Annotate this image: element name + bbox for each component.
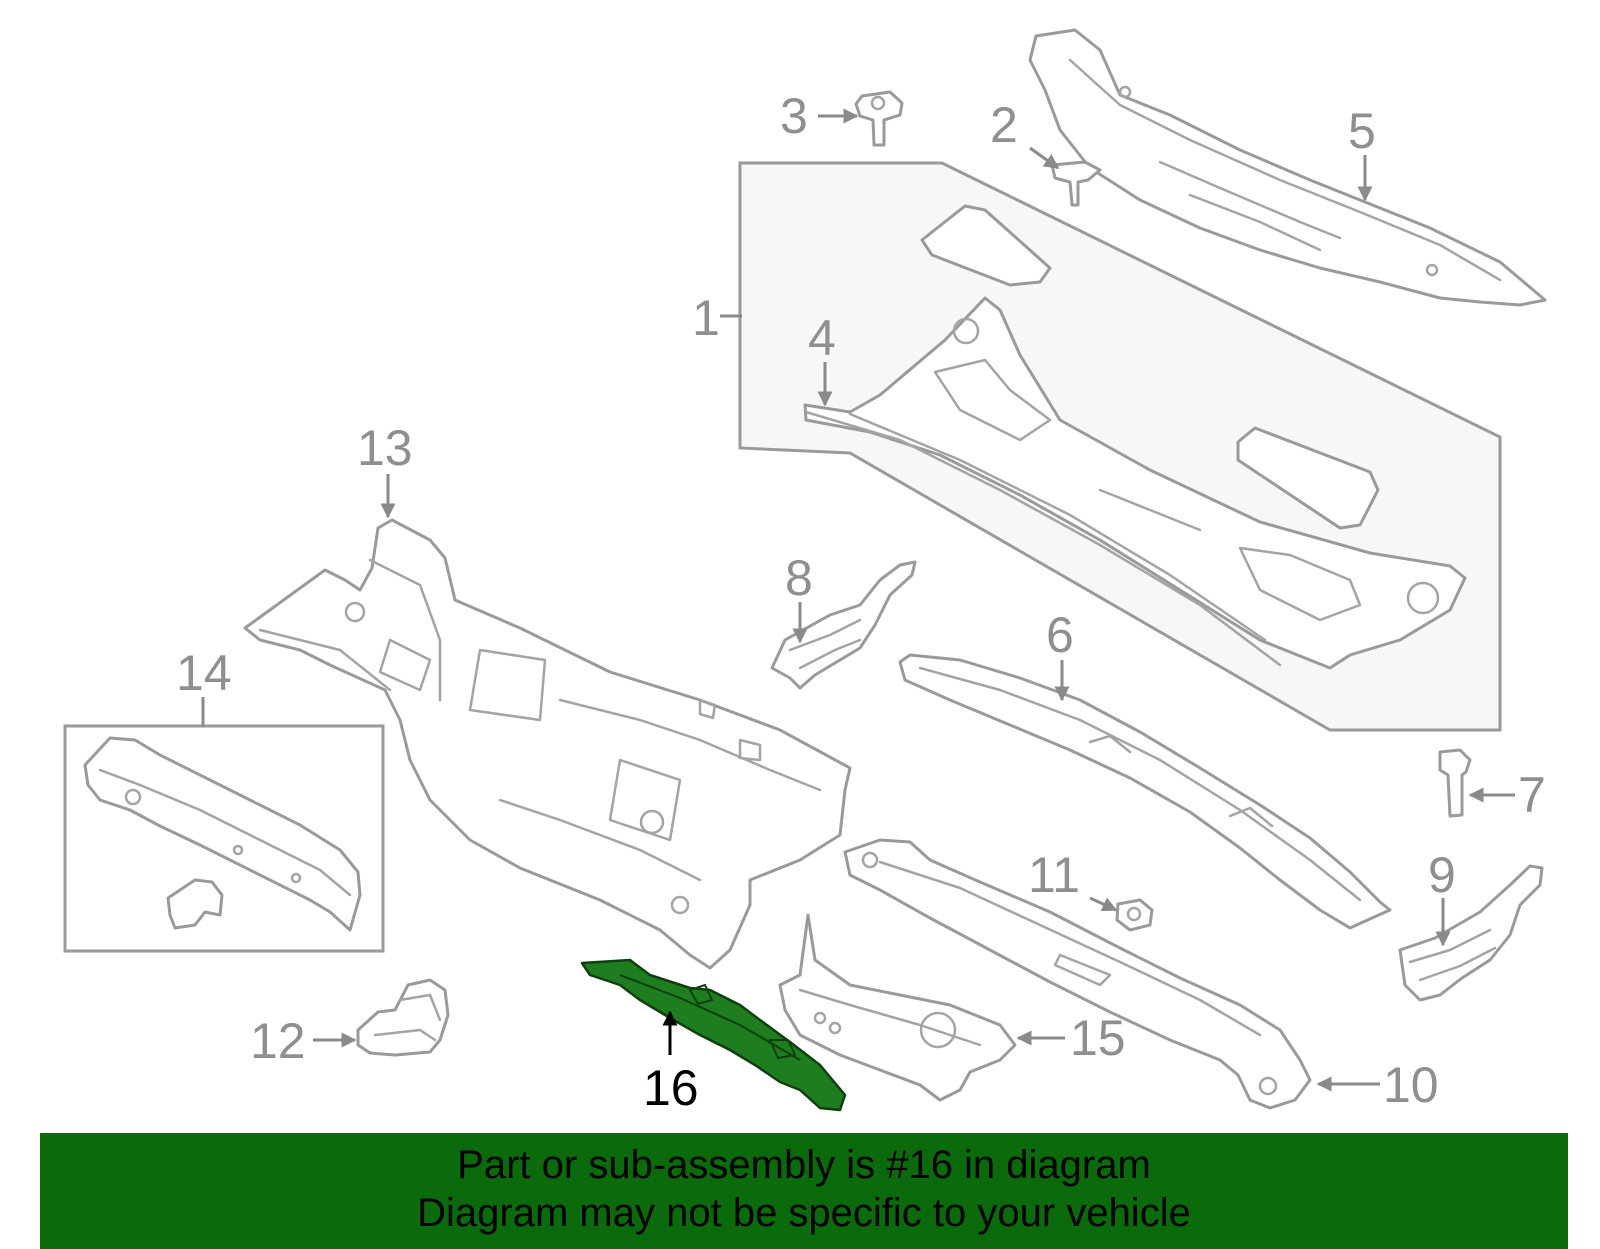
callout-15: 15 [1070,1010,1126,1066]
part-1-small-cap-lower [1236,426,1380,530]
callout-2: 2 [990,97,1018,153]
callout-8: 8 [785,550,813,606]
part-9-bracket [1398,864,1544,1002]
part-7-bolt [1438,748,1472,818]
part-15-bracket [778,913,1017,1102]
part-8-bracket [770,560,917,690]
part-14-crossmember [83,736,362,932]
callout-1: 1 [692,290,720,346]
callout-10: 10 [1383,1057,1439,1113]
callout-7: 7 [1518,767,1546,823]
leader-11 [1089,896,1118,912]
callout-14: 14 [176,645,232,701]
callout-3: 3 [780,88,808,144]
callout-13: 13 [357,420,413,476]
part-3-fastener [854,90,904,147]
callout-12: 12 [250,1013,306,1069]
banner-line-2: Diagram may not be specific to your vehi… [417,1191,1191,1235]
part-6-cowl-bar [898,653,1392,930]
part-13-dash-panel [243,518,852,970]
part-12-bracket [356,978,450,1057]
callout-5: 5 [1348,103,1376,159]
part-16-highlighted [580,958,847,1112]
part-10-member [843,838,1312,1110]
callout-6: 6 [1046,607,1074,663]
part-11-nut [1115,898,1154,932]
callout-16: 16 [643,1060,699,1116]
part-2-clip [1050,160,1102,207]
callout-11: 11 [1028,847,1080,903]
banner-line-1: Part or sub-assembly is #16 in diagram [457,1143,1151,1187]
part-1-small-cap-upper [920,204,1052,287]
info-banner: Part or sub-assembly is #16 in diagram D… [40,1133,1568,1249]
callout-4: 4 [808,310,836,366]
part-4-cowl-grille [803,296,1467,670]
part-14-clip [166,878,224,930]
leader-2 [1029,146,1060,170]
callout-9: 9 [1428,847,1456,903]
